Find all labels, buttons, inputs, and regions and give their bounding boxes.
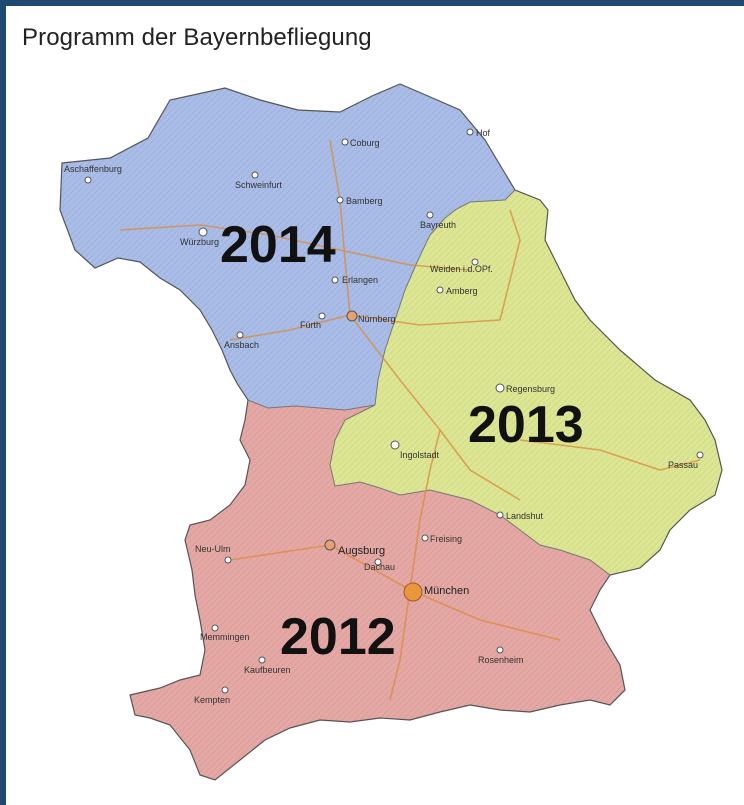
city-label-kaufbeuren: Kaufbeuren bbox=[244, 665, 291, 675]
city-label-coburg: Coburg bbox=[350, 138, 380, 148]
city-label-augsburg: Augsburg bbox=[338, 545, 385, 557]
city-label-fuerth: Fürth bbox=[300, 320, 321, 330]
city-label-bamberg: Bamberg bbox=[346, 196, 383, 206]
city-label-neu-ulm: Neu-Ulm bbox=[195, 544, 231, 554]
city-label-nuernberg: Nürnberg bbox=[358, 314, 396, 324]
city-label-aschaffenburg: Aschaffenburg bbox=[64, 164, 122, 174]
city-markers bbox=[84, 128, 704, 694]
city-label-landshut: Landshut bbox=[506, 511, 544, 521]
city-label-memmingen: Memmingen bbox=[200, 632, 250, 642]
year-label-east: 2013 bbox=[468, 396, 584, 454]
city-label-muenchen: München bbox=[424, 585, 469, 597]
city-label-hof: Hof bbox=[476, 128, 491, 138]
city-label-ansbach: Ansbach bbox=[224, 340, 259, 350]
border-north-east bbox=[374, 189, 516, 406]
city-label-rosenheim: Rosenheim bbox=[478, 655, 524, 665]
page-title: Programm der Bayernbefliegung bbox=[22, 24, 372, 51]
city-label-dachau: Dachau bbox=[364, 562, 395, 572]
city-label-ingolstadt: Ingolstadt bbox=[400, 450, 440, 460]
city-label-bayreuth: Bayreuth bbox=[420, 220, 456, 230]
city-label-wuerzburg: Würzburg bbox=[180, 237, 219, 247]
city-label-erlangen: Erlangen bbox=[342, 275, 378, 285]
city-label-amberg: Amberg bbox=[446, 286, 478, 296]
city-labels: Würzburg Schweinfurt Bamberg Bayreuth Er… bbox=[64, 128, 698, 705]
city-label-regensburg: Regensburg bbox=[506, 384, 555, 394]
relief-overlay bbox=[59, 83, 723, 781]
year-label-north: 2014 bbox=[220, 216, 336, 274]
city-label-schweinfurt: Schweinfurt bbox=[235, 180, 283, 190]
city-label-freising: Freising bbox=[430, 534, 462, 544]
border-south bbox=[247, 399, 611, 576]
city-label-passau: Passau bbox=[668, 460, 698, 470]
year-label-south: 2012 bbox=[280, 608, 396, 666]
city-label-weiden: Weiden i.d.OPf. bbox=[430, 264, 493, 274]
city-label-kempten: Kempten bbox=[194, 695, 230, 705]
